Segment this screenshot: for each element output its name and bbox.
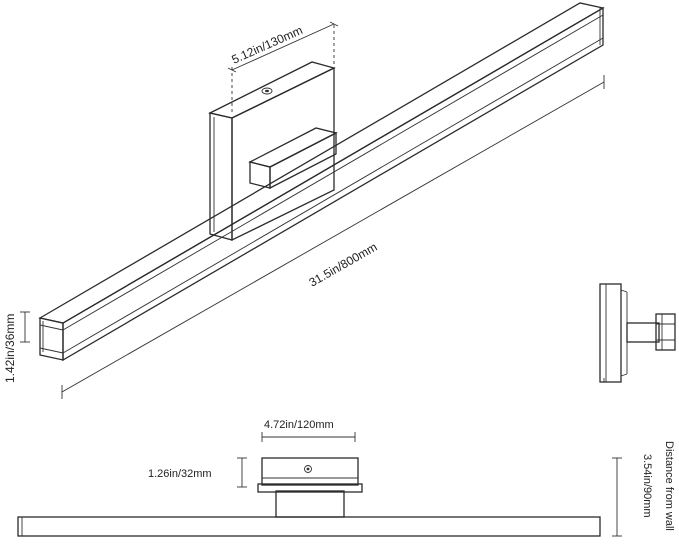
total-length-label: 31.5in/800mm (307, 240, 380, 290)
bar-height-label: 1.42in/36mm (3, 314, 17, 383)
top-view (17, 457, 601, 537)
mount-screw-icon (261, 87, 273, 95)
dimension-bar-height (20, 311, 30, 343)
dimension-base-width (261, 432, 356, 442)
mount-arm (248, 127, 338, 190)
wall-distance-label: 3.54in/90mm (641, 454, 653, 518)
base-width-label: 4.72in/120mm (264, 419, 334, 431)
dimension-total-length (61, 75, 605, 399)
side-view (599, 283, 676, 383)
light-bar (38, 2, 605, 362)
base-screw-icon (304, 465, 312, 473)
dimension-base-height (237, 457, 247, 488)
base-height-label: 1.26in/32mm (148, 468, 212, 480)
dimension-mount-width (227, 21, 339, 112)
dimension-wall-distance (612, 457, 622, 537)
wall-mount-plate (208, 61, 336, 242)
mount-width-label: 5.12in/130mm (230, 23, 305, 67)
wall-distance-title: Distance from wall (663, 441, 675, 531)
perspective-view: 5.12in/130mm 31.5in/800mm 1.42in/36mm (3, 2, 605, 399)
